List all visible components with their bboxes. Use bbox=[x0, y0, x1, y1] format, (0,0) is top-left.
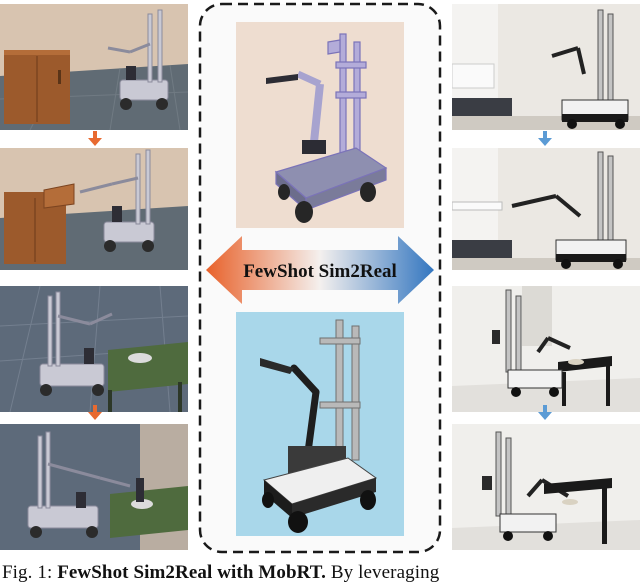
fewshot-sim2real-banner: FewShot Sim2Real bbox=[206, 236, 434, 304]
down-arrow-icon bbox=[88, 405, 102, 420]
sim-panel-table-after bbox=[0, 424, 188, 550]
caption-title: FewShot Sim2Real with MobRT. bbox=[57, 562, 327, 583]
caption-text: By leveraging bbox=[330, 562, 440, 583]
down-arrow-icon bbox=[88, 131, 102, 146]
real-panel-cabinet-before bbox=[452, 4, 640, 130]
sim-panel-cabinet-before bbox=[0, 4, 188, 130]
real-panel-table-before bbox=[452, 286, 640, 412]
real-panel-table-after bbox=[452, 424, 640, 550]
sim-panel-table-before bbox=[0, 286, 188, 412]
real-panel-cabinet-after bbox=[452, 148, 640, 270]
sim-panel-cabinet-after bbox=[0, 148, 188, 270]
caption-prefix: Fig. 1: bbox=[2, 562, 53, 583]
down-arrow-icon bbox=[538, 131, 552, 146]
down-arrow-icon bbox=[538, 405, 552, 420]
figure-caption: Fig. 1: FewShot Sim2Real with MobRT. By … bbox=[2, 562, 640, 584]
robot-photo bbox=[236, 312, 404, 536]
banner-label: FewShot Sim2Real bbox=[243, 261, 397, 282]
robot-render bbox=[236, 22, 404, 228]
